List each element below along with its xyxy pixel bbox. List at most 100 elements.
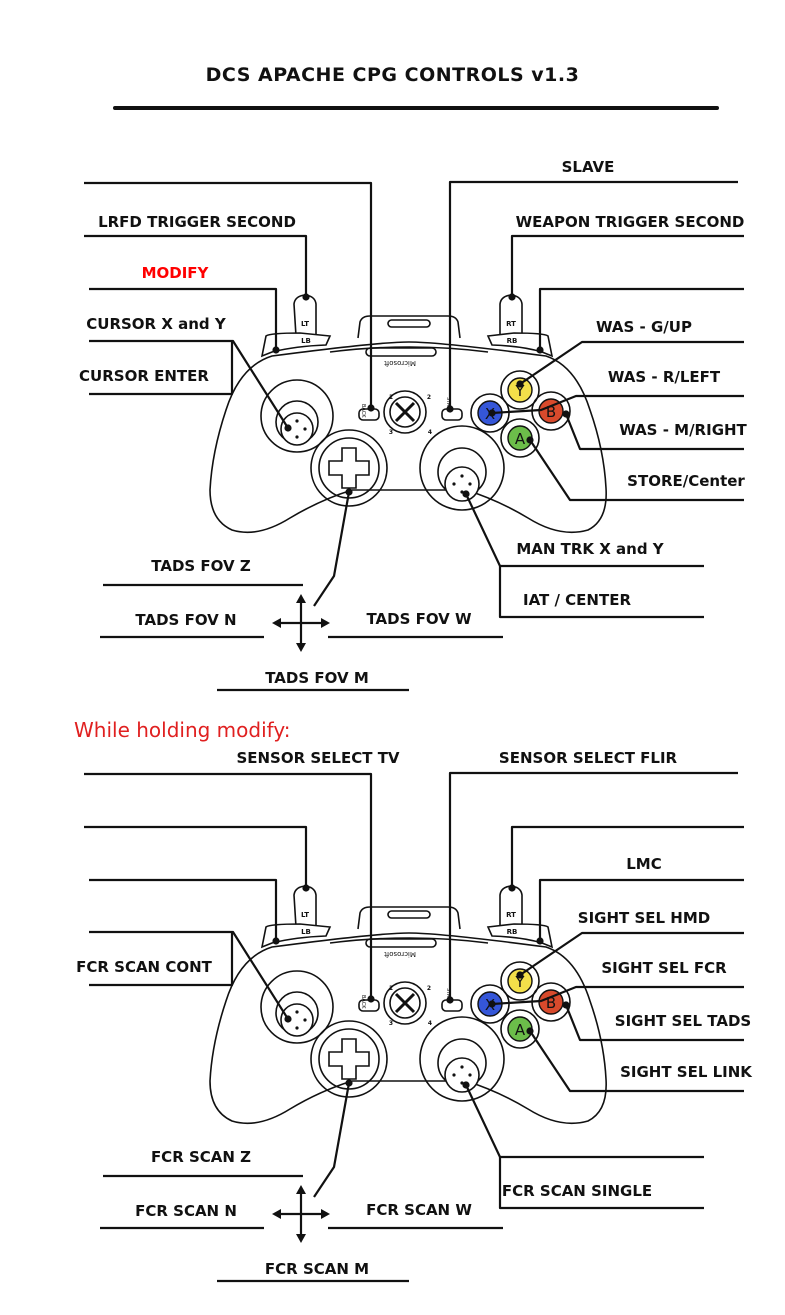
top-label-start: SLAVE — [562, 158, 615, 176]
top-leader-left-stick-click — [89, 341, 234, 396]
bottom-left-stick-dot-2 — [303, 1018, 307, 1022]
top-button-a-letter: A — [515, 430, 526, 448]
top-left-stick-cap — [280, 412, 314, 446]
bottom-label-start: SENSOR SELECT FLIR — [499, 749, 678, 767]
bottom-leader-rb — [538, 878, 744, 941]
bottom-quadrant-3: 3 — [389, 1020, 393, 1027]
top-leader-start — [448, 180, 738, 409]
modifier-heading: While holding modify: — [74, 718, 291, 742]
top-leader-b-end — [562, 410, 570, 418]
top-brand-slot — [365, 347, 437, 357]
bottom-leader-dpad — [313, 1082, 351, 1198]
bottom-leader-x — [491, 985, 744, 1006]
top-leader-left-stick-end — [284, 424, 292, 432]
bottom-label-y: SIGHT SEL HMD — [578, 909, 710, 927]
bottom-leader-left-stick-click — [89, 932, 234, 987]
bottom-top-slot — [387, 910, 431, 919]
bottom-leader-lt-end — [302, 884, 310, 892]
bottom-controller-shell — [209, 932, 607, 1125]
bottom-rb-label: RB — [507, 928, 518, 936]
top-right-stick-dot-0 — [460, 474, 464, 478]
top-label-left-stick: CURSOR X and Y — [86, 315, 227, 333]
top-leader-dpad — [313, 491, 351, 607]
top-controller-shell — [209, 341, 607, 534]
bottom-leader-right-stick-end — [462, 1081, 470, 1089]
top-quadrant-3: 3 — [389, 429, 393, 436]
top-guide-x — [394, 401, 416, 423]
bottom-guide-x — [394, 992, 416, 1014]
bottom-dpad-arrowhead-0 — [296, 1185, 306, 1194]
bottom-panel: LTRTLBRBMicrosoft1234BACKSTARTYBXASENSOR… — [76, 749, 753, 1283]
top-dpad-well — [310, 429, 388, 507]
top-quadrant-4: 4 — [428, 429, 432, 436]
bottom-right-stick-dot-2 — [468, 1073, 472, 1077]
top-label-right-stick: MAN TRK X and Y — [516, 540, 664, 558]
title-divider — [113, 106, 719, 110]
bottom-left-stick-well — [260, 970, 334, 1044]
bottom-label-a: SIGHT SEL LINK — [620, 1063, 753, 1081]
top-brand-text: Microsoft — [384, 359, 416, 367]
top-dpad-arrowhead-1 — [296, 643, 306, 652]
bottom-button-a-ring — [500, 1009, 540, 1049]
bottom-leader-y-end — [516, 971, 524, 979]
top-right-stick-dot-1 — [452, 482, 456, 486]
top-rb-label: RB — [507, 337, 518, 345]
bottom-right-stick-dot-0 — [460, 1065, 464, 1069]
top-label-lb: MODIFY — [142, 264, 210, 282]
top-right-stick-dot-2 — [468, 482, 472, 486]
top-button-y — [507, 377, 533, 403]
bottom-label-dpad-right: FCR SCAN W — [366, 1201, 472, 1219]
bottom-leader-rt-end — [508, 884, 516, 892]
top-label-right-stick-click: IAT / CENTER — [523, 591, 631, 609]
bottom-label-b: SIGHT SEL TADS — [615, 1012, 751, 1030]
top-label-y: WAS - G/UP — [596, 318, 692, 336]
top-leader-rb — [538, 287, 744, 350]
bottom-quadrant-1: 1 — [389, 985, 393, 992]
top-leader-a — [529, 439, 744, 502]
bottom-leader-lb-end — [272, 937, 280, 945]
top-button-y-ring — [500, 370, 540, 410]
bottom-left-stick-cap — [280, 1003, 314, 1037]
bottom-label-left-stick-click: FCR SCAN CONT — [76, 958, 213, 976]
top-rt-trigger — [499, 294, 523, 337]
top-dpad-arrowhead-0 — [296, 594, 306, 603]
top-label-lt: LRFD TRIGGER SECOND — [98, 213, 296, 231]
bottom-leader-rb-end — [536, 937, 544, 945]
top-leader-back — [84, 181, 373, 408]
bottom-rb-bumper — [486, 923, 554, 949]
top-leader-back-end — [367, 404, 375, 412]
bottom-left-stick-dot-3 — [295, 1026, 299, 1030]
bottom-leader-back — [84, 772, 373, 999]
top-leader-lb-end — [272, 346, 280, 354]
bottom-dpad-well — [310, 1020, 388, 1098]
top-left-stick-well — [260, 379, 334, 453]
bottom-dpad-arrowhead-1 — [296, 1234, 306, 1243]
top-label-x: WAS - R/LEFT — [608, 368, 721, 386]
top-dpad-arrowhead-3 — [321, 618, 330, 628]
bottom-lb-label: LB — [301, 928, 311, 936]
bottom-leader-y — [519, 931, 744, 976]
top-leader-b — [564, 413, 744, 451]
top-quadrant-2: 2 — [427, 394, 431, 401]
bottom-button-y-ring — [500, 961, 540, 1001]
top-rt-label: RT — [506, 320, 516, 328]
top-leader-start-end — [446, 405, 454, 413]
top-label-b: WAS - M/RIGHT — [619, 421, 747, 439]
top-left-stick-dot-2 — [303, 427, 307, 431]
top-dpad-cross — [328, 447, 370, 489]
page-title: DCS APACHE CPG CONTROLS v1.3 — [205, 64, 580, 86]
bottom-button-y — [507, 968, 533, 994]
top-lt-trigger — [293, 294, 317, 337]
bottom-quadrant-4: 4 — [428, 1020, 432, 1027]
bottom-label-rb: LMC — [626, 855, 662, 873]
bottom-leader-rt — [510, 825, 744, 888]
bottom-button-y-letter: Y — [514, 973, 525, 991]
top-label-dpad-up: TADS FOV Z — [151, 557, 251, 575]
top-guide-ring — [383, 390, 427, 434]
top-rb-bumper — [486, 332, 554, 358]
top-leader-right-stick-end — [462, 490, 470, 498]
bottom-leader-b-end — [562, 1001, 570, 1009]
top-label-dpad-right: TADS FOV W — [366, 610, 472, 628]
top-dpad-arrowhead-2 — [272, 618, 281, 628]
top-start-label: START — [445, 397, 451, 413]
